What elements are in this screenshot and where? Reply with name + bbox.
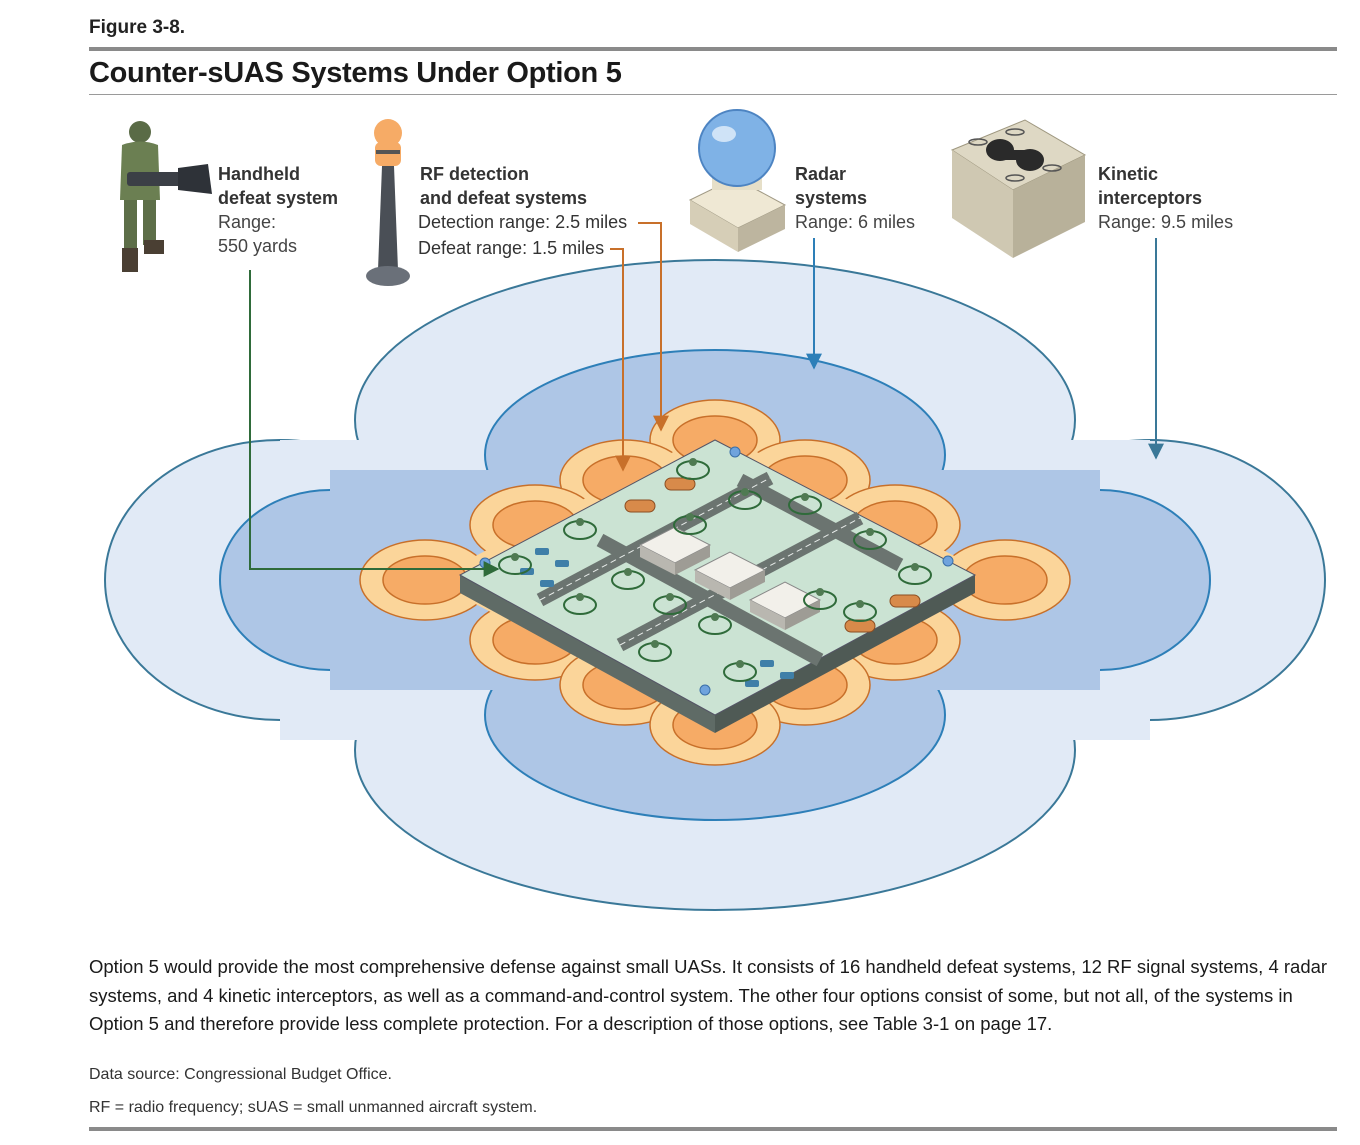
- kinetic-label: Kinetic interceptors Range: 9.5 miles: [1098, 162, 1233, 234]
- handheld-name-line2: defeat system: [218, 188, 339, 208]
- rf-name-line1: RF detection: [420, 164, 530, 184]
- data-source-note: Data source: Congressional Budget Office…: [89, 1066, 392, 1083]
- title-rule: [89, 94, 1337, 95]
- kinetic-name-line1: Kinetic: [1098, 164, 1159, 184]
- figure-caption: Option 5 would provide the most comprehe…: [89, 956, 1328, 1034]
- base-building-1: [638, 526, 712, 575]
- rf-detection-range: Detection range: 2.5 miles: [418, 212, 628, 232]
- handheld-range-arrow: [249, 270, 500, 577]
- kinetic-name-line2: interceptors: [1098, 188, 1203, 208]
- rf-defeat-range-arrow: [610, 248, 631, 472]
- rf-antenna-icon: [366, 119, 410, 286]
- handheld-range-line1: Range:: [218, 212, 277, 232]
- top-rule: [89, 47, 1337, 51]
- radar-label: Radar systems Range: 6 miles: [795, 162, 915, 234]
- figure-title: Counter-sUAS Systems Under Option 5: [89, 57, 622, 89]
- bottom-rule: [89, 1127, 1337, 1131]
- radar-dome-icon: [688, 109, 787, 252]
- rf-detection-range-arrow: [638, 222, 669, 432]
- rf-defeat-range: Defeat range: 1.5 miles: [418, 238, 605, 258]
- radar-range: Range: 6 miles: [795, 212, 916, 232]
- handheld-label: Handheld defeat system Range: 550 yards: [218, 162, 338, 258]
- radar-name-line1: Radar: [795, 164, 847, 184]
- abbreviation-notes: RF = radio frequency; sUAS = small unman…: [89, 1099, 538, 1116]
- rf-label: RF detection and defeat systems: [420, 162, 587, 210]
- soldier-icon: [120, 121, 212, 272]
- base-building-2: [693, 551, 767, 600]
- figure-label: Figure 3-8.: [89, 17, 186, 38]
- handheld-range-line2: 550 yards: [218, 236, 298, 256]
- kinetic-interceptor-icon: [950, 119, 1087, 258]
- military-base: [458, 439, 977, 733]
- rf-name-line2: and defeat systems: [420, 188, 588, 208]
- handheld-name-line1: Handheld: [218, 164, 301, 184]
- radar-name-line2: systems: [795, 188, 868, 208]
- kinetic-range: Range: 9.5 miles: [1098, 212, 1234, 232]
- counter-suas-diagram: [104, 109, 1326, 911]
